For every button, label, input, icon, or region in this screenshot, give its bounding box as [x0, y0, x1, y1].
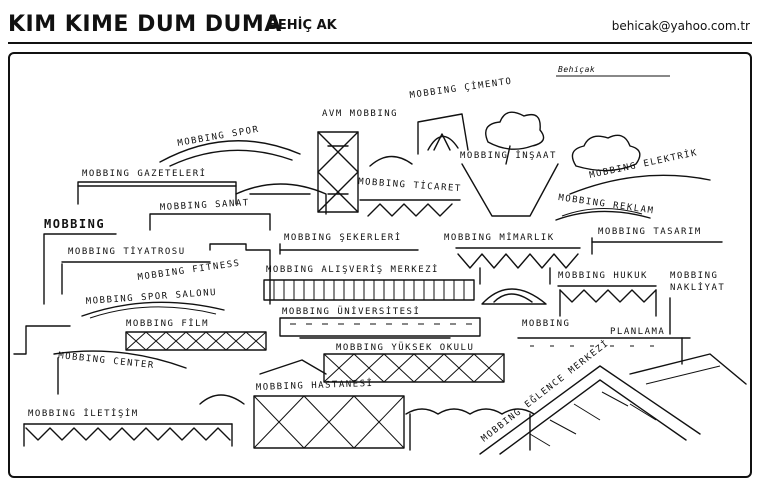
- building-hukuk: MOBBING HUKUK: [557, 271, 657, 317]
- author-name: BEHİÇ AK: [268, 18, 337, 33]
- cartoon-drawing: Behiçak MOBBING SPOR AVM MOBBING MOBBING…: [13, 65, 747, 455]
- building-sanat: MOBBING SANAT: [149, 198, 271, 231]
- author-email[interactable]: behicak@yahoo.com.tr: [611, 19, 750, 33]
- building-sekerleri: MOBBING ŞEKERLERİ: [279, 232, 419, 255]
- label-center: MOBBING CENTER: [58, 351, 155, 371]
- building-hastanesi: MOBBING HASTANESİ: [253, 378, 405, 449]
- arch-inner: [493, 293, 533, 303]
- label-nakliyat-2: NAKLİYAT: [670, 282, 725, 293]
- header-rule: [8, 42, 752, 44]
- label-hukuk: MOBBING HUKUK: [558, 271, 648, 281]
- roof-triangle: [259, 359, 327, 375]
- label-spor-salonu: MOBBING SPOR SALONU: [86, 288, 218, 307]
- label-universitesi: MOBBING ÜNİVERSİTESİ: [282, 306, 420, 317]
- label-insaat: MOBBING İNŞAAT: [460, 150, 557, 161]
- building-left-edge: [13, 325, 71, 355]
- label-avm: AVM MOBBING: [322, 109, 398, 119]
- building-cimento: MOBBING ÇİMENTO: [409, 76, 513, 155]
- building-planlama: MOBBING PLANLAMA: [517, 319, 691, 365]
- label-mobbing: MOBBING: [44, 217, 105, 231]
- strip-title: KIM KIME DUM DUMA: [8, 12, 282, 37]
- building-tiyatrosu: MOBBING TİYATROSU: [61, 246, 211, 295]
- label-sanat: MOBBING SANAT: [160, 198, 250, 213]
- building-tasarim: MOBBING TASARIM: [591, 227, 723, 255]
- label-gazeteleri: MOBBING GAZETELERİ: [82, 168, 207, 179]
- dome-small: [369, 155, 413, 167]
- building-alisveris-merkezi: MOBBING ALIŞVERİŞ MERKEZİ: [263, 264, 475, 301]
- cloud-stem: [505, 145, 511, 165]
- building-iletisim: MOBBING İLETİŞİM: [23, 408, 233, 447]
- building-reklam: MOBBING REKLAM: [555, 193, 655, 221]
- label-yuksek-okulu: MOBBING YÜKSEK OKULU: [336, 342, 474, 353]
- signature: Behiçak: [558, 65, 595, 74]
- building-nakliyat: MOBBING NAKLİYAT: [669, 271, 725, 335]
- arch-bridge: [481, 288, 547, 305]
- label-nakliyat-1: MOBBING: [670, 271, 718, 281]
- building-ticaret: MOBBING TİCARET: [358, 176, 462, 217]
- cartoon-panel: Behiçak MOBBING SPOR AVM MOBBING MOBBING…: [8, 52, 752, 478]
- building-right-edge: [629, 353, 747, 385]
- building-mobbing: MOBBING: [43, 217, 117, 305]
- building-yuksek-okulu: MOBBING YÜKSEK OKULU: [323, 342, 505, 383]
- label-cimento: MOBBING ÇİMENTO: [409, 76, 513, 101]
- building-universitesi: MOBBING ÜNİVERSİTESİ: [279, 306, 481, 339]
- label-ticaret: MOBBING TİCARET: [358, 176, 462, 194]
- building-spor-salonu: MOBBING SPOR SALONU: [81, 288, 225, 319]
- label-spor: MOBBING SPOR: [177, 125, 261, 149]
- building-film: MOBBING FİLM: [125, 318, 267, 351]
- label-planlama-1: MOBBING: [522, 319, 570, 329]
- cloud-icon: [485, 111, 545, 150]
- building-mimarlik: MOBBING MİMARLIK: [444, 232, 581, 285]
- label-tiyatrosu: MOBBING TİYATROSU: [68, 246, 186, 257]
- cloud-right-icon: [571, 134, 641, 172]
- building-right-detail: [645, 365, 721, 385]
- masthead: KIM KIME DUM DUMA BEHİÇ AK behicak@yahoo…: [0, 0, 760, 44]
- label-planlama-2: PLANLAMA: [610, 327, 665, 337]
- dome-center: [235, 183, 327, 215]
- label-sekerleri: MOBBING ŞEKERLERİ: [284, 232, 402, 243]
- label-tasarim: MOBBING TASARIM: [598, 227, 702, 237]
- building-center: MOBBING CENTER: [53, 350, 187, 395]
- building-spor: MOBBING SPOR: [159, 125, 301, 167]
- building-insaat: MOBBING İNŞAAT: [460, 150, 559, 217]
- building-avm: AVM MOBBING: [317, 109, 398, 213]
- label-iletisim: MOBBING İLETİŞİM: [28, 408, 139, 419]
- building-gazeteleri: MOBBING GAZETELERİ: [77, 168, 237, 205]
- label-avm-merkezi: MOBBING ALIŞVERİŞ MERKEZİ: [266, 264, 439, 275]
- label-mimarlik: MOBBING MİMARLIK: [444, 232, 555, 243]
- label-eglence: MOBBING EĞLENCE MERKEZİ: [478, 337, 611, 444]
- label-hastanesi: MOBBING HASTANESİ: [256, 378, 374, 393]
- label-film: MOBBING FİLM: [126, 318, 209, 329]
- wavy-roof: [405, 408, 535, 415]
- dome-bottom: [199, 394, 245, 405]
- building-eglence: MOBBING EĞLENCE MERKEZİ: [478, 337, 701, 455]
